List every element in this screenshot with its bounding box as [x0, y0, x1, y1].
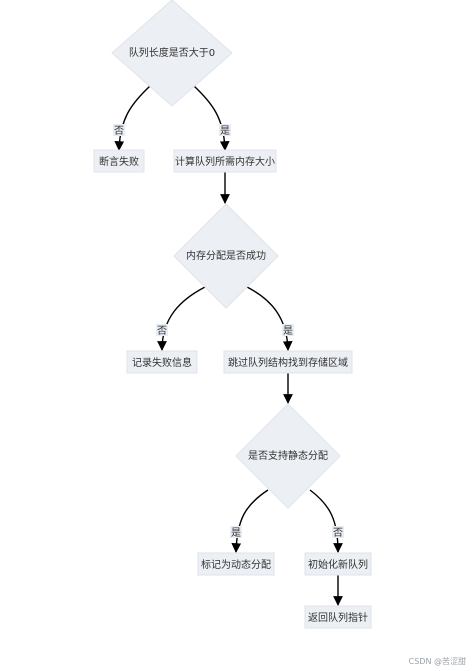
- process-init-queue-label: 初始化新队列: [308, 558, 368, 571]
- process-mark-dynamic-label: 标记为动态分配: [201, 558, 271, 571]
- process-calc-memory-label: 计算队列所需内存大小: [175, 155, 275, 168]
- edge-d2-no: [157, 286, 206, 351]
- process-mark-dynamic: 标记为动态分配: [197, 552, 275, 576]
- process-assert-fail-label: 断言失败: [99, 155, 139, 168]
- process-log-fail-label: 记录失败信息: [132, 356, 192, 369]
- process-assert-fail: 断言失败: [93, 149, 145, 173]
- process-return-pointer: 返回队列指针: [304, 605, 372, 629]
- process-skip-struct: 跳过队列结构找到存储区域: [223, 350, 353, 374]
- edge-d1-no: [114, 85, 151, 151]
- edge-label-yes: 是: [220, 125, 230, 137]
- edge-d2-yes: [246, 286, 293, 351]
- edge-label-no: 否: [333, 527, 343, 539]
- edge-d3-no: [309, 489, 343, 553]
- process-skip-struct-label: 跳过队列结构找到存储区域: [228, 356, 348, 369]
- decision-queue-length: 队列长度是否大于0: [111, 0, 233, 107]
- edge-label-no: 否: [157, 325, 167, 337]
- edge-label-no: 否: [114, 125, 124, 137]
- watermark: CSDN @苦涩甜: [408, 657, 466, 666]
- process-calc-memory: 计算队列所需内存大小: [173, 149, 277, 173]
- process-log-fail: 记录失败信息: [126, 350, 198, 374]
- edge-d1-yes: [193, 85, 230, 151]
- edge-d3-yes: [231, 489, 269, 553]
- edge-label-yes: 是: [231, 527, 241, 539]
- decision-static-alloc: 是否支持静态分配: [235, 403, 341, 509]
- decision-queue-length-label: 队列长度是否大于0: [129, 46, 215, 59]
- decision-alloc-success: 内存分配是否成功: [173, 203, 279, 309]
- decision-static-alloc-label: 是否支持静态分配: [248, 449, 328, 462]
- decision-alloc-success-label: 内存分配是否成功: [186, 249, 266, 262]
- edge-label-yes: 是: [283, 325, 293, 337]
- process-return-pointer-label: 返回队列指针: [308, 611, 368, 624]
- process-init-queue: 初始化新队列: [304, 552, 372, 576]
